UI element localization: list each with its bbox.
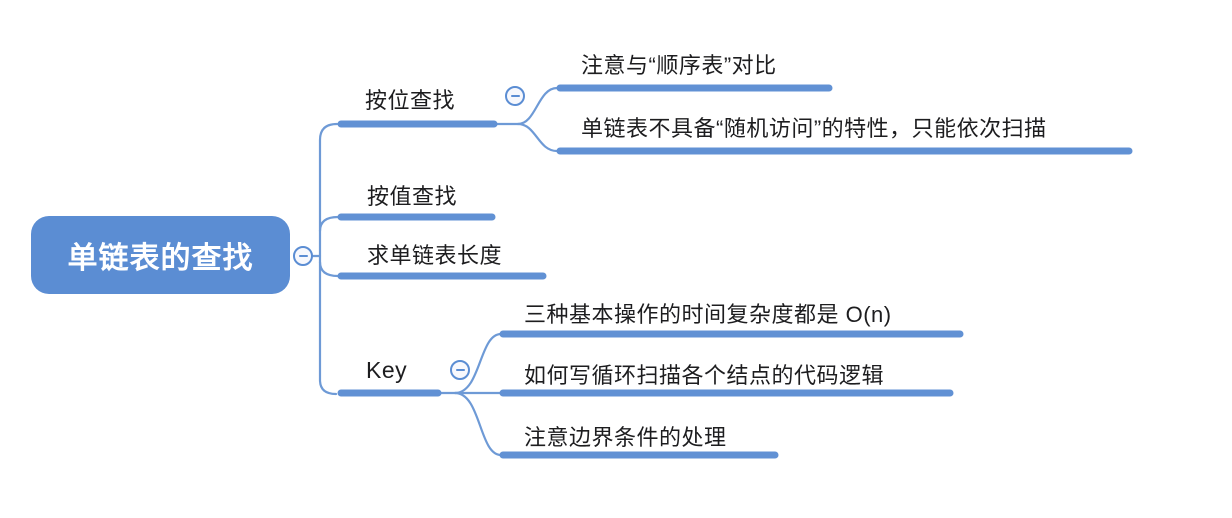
branch-topic-by-value[interactable]: 按值查找 (367, 184, 458, 209)
subtopic-time-complexity[interactable]: 三种基本操作的时间复杂度都是 O(n) (524, 302, 892, 327)
branch1-split-down (516, 122, 559, 153)
minus-icon (298, 255, 308, 257)
branch3-stub (318, 260, 340, 278)
branch1-split-up (516, 86, 559, 126)
subtopic-loop-scan-logic[interactable]: 如何写循环扫描各个结点的代码逻辑 (524, 363, 885, 388)
trunk-connector (318, 122, 339, 396)
root-collapse-icon[interactable] (293, 246, 313, 266)
minus-icon (510, 95, 520, 97)
subtopic-no-random-access[interactable]: 单链表不具备“随机访问”的特性，只能依次扫描 (581, 116, 1047, 141)
key-split-down (453, 391, 503, 457)
branch-topic-list-length[interactable]: 求单链表长度 (367, 243, 503, 268)
key-split-up (453, 332, 503, 395)
branch-topic-key[interactable]: Key (366, 357, 408, 383)
subtopic-boundary-conditions[interactable]: 注意边界条件的处理 (524, 425, 727, 450)
branch-topic-by-position[interactable]: 按位查找 (365, 88, 456, 113)
branch2-stub (318, 215, 340, 233)
key-collapse-icon[interactable] (450, 360, 470, 380)
minus-icon (455, 369, 465, 371)
branch1-collapse-icon[interactable] (505, 86, 525, 106)
root-topic[interactable]: 单链表的查找 (31, 216, 290, 294)
subtopic-compare-seqlist[interactable]: 注意与“顺序表”对比 (581, 53, 777, 78)
